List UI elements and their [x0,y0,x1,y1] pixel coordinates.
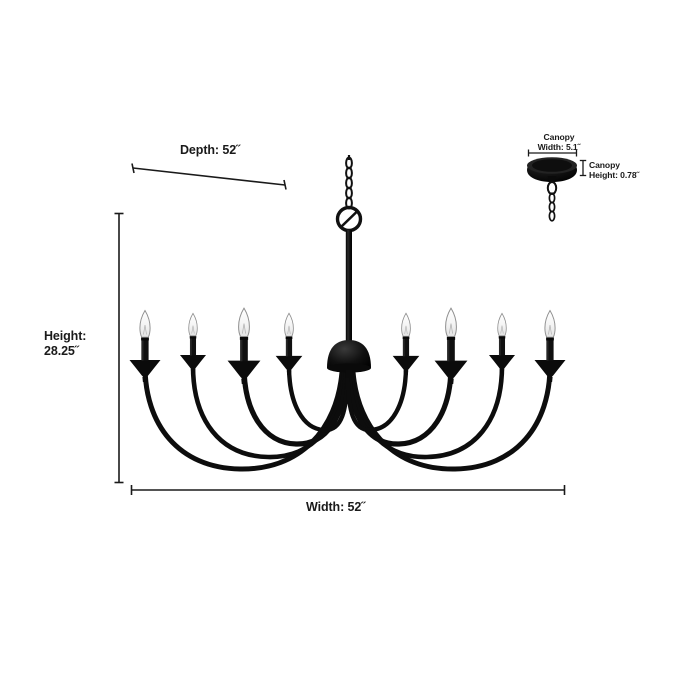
canopy-width-dimension-line [527,149,578,157]
chandelier-arms [142,363,553,472]
canopy-width-label: Canopy Width: 5.1˝ [537,132,581,153]
suspension-chain [345,155,353,210]
canopy-detail [527,157,577,222]
center-hub [327,340,371,378]
width-dimension-line [130,485,566,495]
depth-label: Depth: 52˝ [180,143,241,157]
height-dimension-line [114,212,124,484]
canopy-height-label: Canopy Height: 0.78˝ [589,160,640,181]
canopy-height-dimension-line [579,159,587,177]
width-label: Width: 52˝ [306,500,366,514]
depth-dimension-line [131,163,287,190]
down-rod [345,230,352,350]
height-label: Height: 28.25˝ [44,329,87,359]
